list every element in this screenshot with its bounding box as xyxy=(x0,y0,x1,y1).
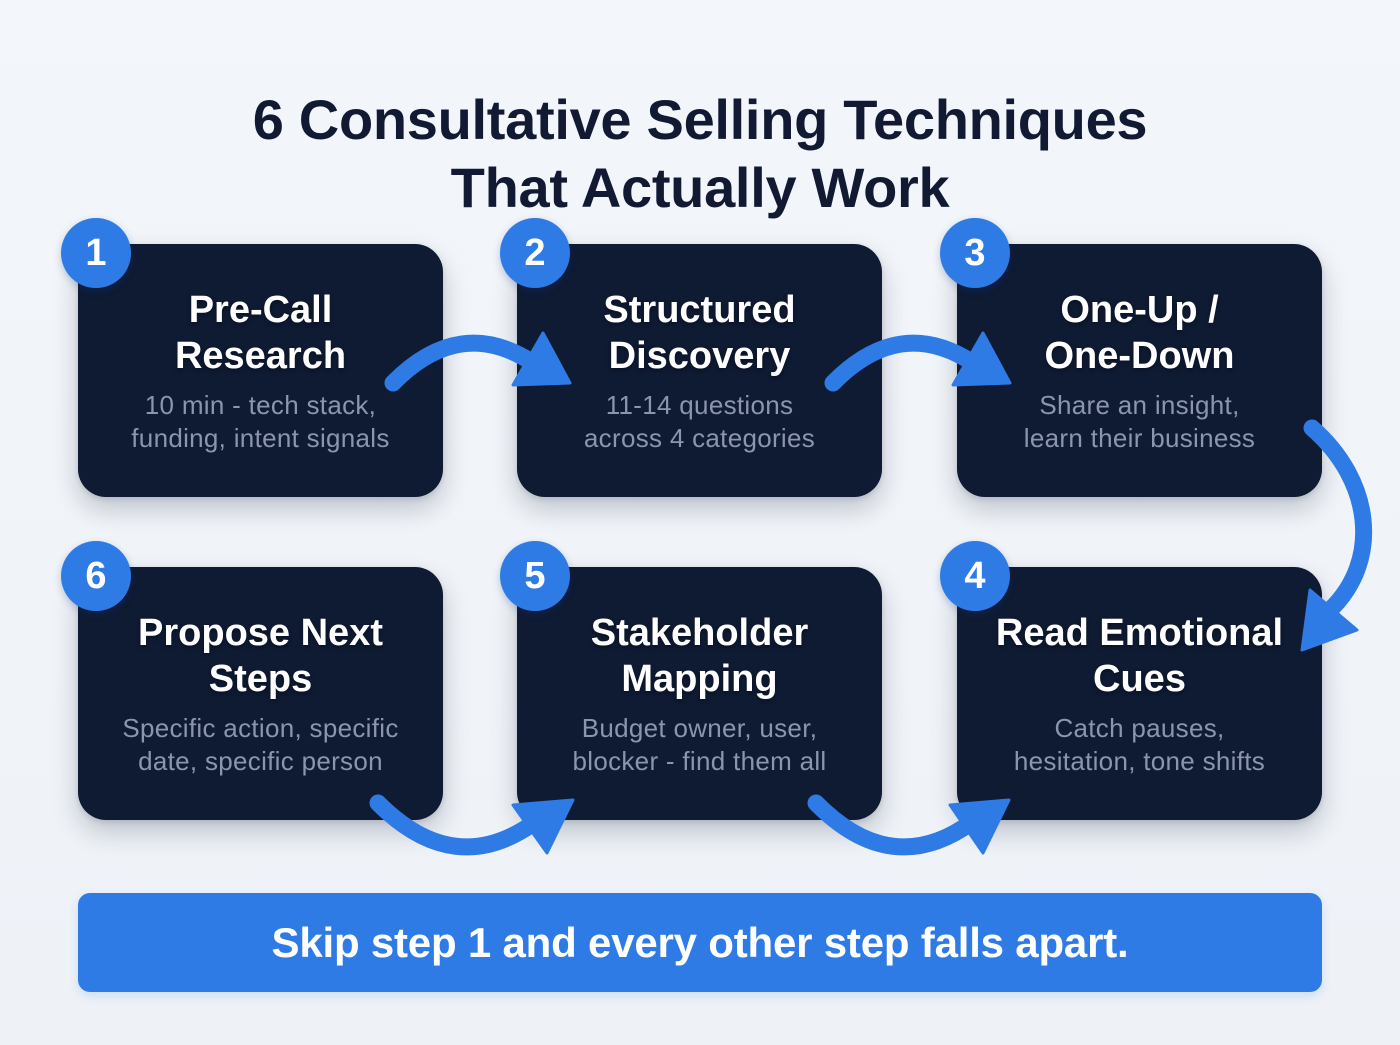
step-number-badge: 2 xyxy=(500,218,570,288)
step-number-badge: 5 xyxy=(500,541,570,611)
step-title: Read Emotional Cues xyxy=(996,610,1283,702)
step-title: Propose Next Steps xyxy=(138,610,383,702)
step-description-line-2: blocker - find them all xyxy=(572,746,827,776)
step-description: Budget owner, user, blocker - find them … xyxy=(572,712,826,778)
callout-banner: Skip step 1 and every other step falls a… xyxy=(78,893,1322,992)
step-title-line-2: Steps xyxy=(208,658,313,700)
step-title-line-1: Stakeholder xyxy=(590,612,809,654)
step-title-line-1: One-Up / xyxy=(1060,289,1219,331)
step-description: Share an insight, learn their business xyxy=(1024,389,1255,455)
step-description: Specific action, specific date, specific… xyxy=(122,712,398,778)
step-number-badge: 4 xyxy=(940,541,1010,611)
step-title: Pre-Call Research xyxy=(175,287,346,379)
step-title-line-2: One-Down xyxy=(1044,335,1235,377)
step-description-line-2: across 4 categories xyxy=(583,423,816,453)
step-description-line-1: Specific action, specific xyxy=(122,713,399,743)
step-description-line-1: 10 min - tech stack, xyxy=(144,390,377,420)
step-description-line-2: funding, intent signals xyxy=(131,423,390,453)
step-description-line-1: Catch pauses, xyxy=(1054,713,1225,743)
step-card-5: 5 Stakeholder Mapping Budget owner, user… xyxy=(500,541,882,820)
step-card-4: 4 Read Emotional Cues Catch pauses, hesi… xyxy=(940,541,1322,820)
step-card-3: 3 One-Up / One-Down Share an insight, le… xyxy=(940,218,1322,497)
page-title-line-2: That Actually Work xyxy=(450,155,950,219)
step-description-line-2: hesitation, tone shifts xyxy=(1013,746,1266,776)
step-number-badge: 6 xyxy=(61,541,131,611)
step-number-badge: 3 xyxy=(940,218,1010,288)
step-title-line-1: Pre-Call xyxy=(188,289,333,331)
step-title-line-2: Cues xyxy=(1093,658,1186,700)
step-description-line-1: 11-14 questions xyxy=(605,390,794,420)
step-description: 10 min - tech stack, funding, intent sig… xyxy=(131,389,389,455)
step-title-line-2: Mapping xyxy=(621,658,778,700)
step-description-line-1: Budget owner, user, xyxy=(581,713,818,743)
step-card-2: 2 Structured Discovery 11-14 questions a… xyxy=(500,218,882,497)
step-card-1: 1 Pre-Call Research 10 min - tech stack,… xyxy=(61,218,443,497)
page-title-line-1: 6 Consultative Selling Techniques xyxy=(252,87,1148,151)
step-title-line-2: Research xyxy=(174,335,347,377)
step-description-line-1: Share an insight, xyxy=(1039,390,1240,420)
step-description: 11-14 questions across 4 categories xyxy=(584,389,815,455)
step-title: Structured Discovery xyxy=(603,287,795,379)
step-description-line-2: learn their business xyxy=(1023,423,1256,453)
page-title: 6 Consultative Selling Techniques That A… xyxy=(0,86,1400,222)
callout-banner-text: Skip step 1 and every other step falls a… xyxy=(271,918,1129,966)
step-number-badge: 1 xyxy=(61,218,131,288)
step-title: Stakeholder Mapping xyxy=(591,610,809,702)
step-description: Catch pauses, hesitation, tone shifts xyxy=(1014,712,1265,778)
step-card-6: 6 Propose Next Steps Specific action, sp… xyxy=(61,541,443,820)
step-description-line-2: date, specific person xyxy=(138,746,383,776)
step-title-line-1: Propose Next xyxy=(138,612,383,654)
step-title: One-Up / One-Down xyxy=(1045,287,1235,379)
step-title-line-1: Structured xyxy=(603,289,796,331)
step-title-line-2: Discovery xyxy=(608,335,791,377)
step-title-line-1: Read Emotional xyxy=(995,612,1284,654)
